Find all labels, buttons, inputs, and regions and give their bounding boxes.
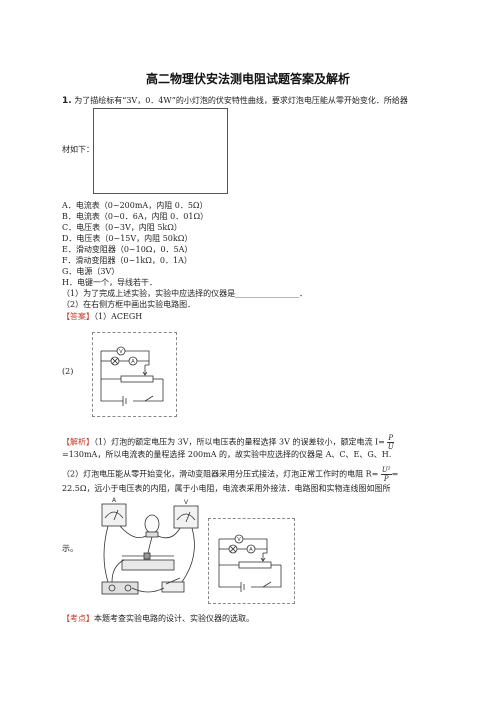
analysis-line4: 22.5Ω，远小于电压表的内阻，属于小电阻，电流表采用外接法．电路图和实物连线图… xyxy=(62,484,391,493)
empty-circuit-box xyxy=(93,108,228,194)
sub-question-1: （1）为了完成上述实验，实验中应选择的仪器是________________． xyxy=(62,289,308,298)
analysis-circuit-frame: V A xyxy=(208,518,295,604)
ammeter-label: A xyxy=(112,497,117,504)
fraction-numerator: P xyxy=(387,434,395,443)
answer-tag: 【答案】 xyxy=(62,312,94,321)
analysis-line3: （2）灯泡电压能从零开始变化，滑动变阻器采用分压式接法，灯泡正常工作时的电阻 R… xyxy=(62,466,398,483)
kaodian-text: 本题考查实验电路的设计、实验仪器的选取。 xyxy=(94,614,254,623)
analysis-tag: 【解析】 xyxy=(62,437,94,447)
option-e: E．滑动变阻器（0~10Ω，0．5A） xyxy=(62,245,193,254)
option-c: C．电压表（0~3V，内阻 5kΩ） xyxy=(62,223,182,232)
page-title: 高二物理伏安法测电阻试题答案及解析 xyxy=(145,72,350,86)
sub-question-2: （2）在右侧方框中画出实验电路图． xyxy=(62,300,196,309)
question-stem: 1. 为了描绘标有“3V，0．4W”的小灯泡的伏安特性曲线，要求灯泡电压能从零开… xyxy=(62,96,408,106)
question-stem-line1: 为了描绘标有“3V，0．4W”的小灯泡的伏安特性曲线，要求灯泡电压能从零开始变化… xyxy=(74,96,408,105)
option-list: A．电流表（0~200mA，内阻 0．5Ω） B．电流表（0~0．6A，内阻 0… xyxy=(62,201,307,311)
diagram-ammeter-label: A xyxy=(249,547,253,553)
fraction-p-over-u: P U xyxy=(387,434,395,451)
kaodian-line: 【考点】本题考查实验电路的设计、实验仪器的选取。 xyxy=(62,614,254,624)
apparatus-drawing: A V xyxy=(101,497,199,595)
answer-circuit-diagram: V A xyxy=(100,346,164,406)
analysis-circuit-diagram: V A xyxy=(218,534,282,592)
analysis-text-3: （2）灯泡电压能从零开始变化，滑动变阻器采用分压式接法，灯泡正常工作时的电阻 R… xyxy=(62,469,379,479)
option-h: H．电键一个，导线若干． xyxy=(62,278,157,287)
analysis-line5: 示。 xyxy=(62,544,78,553)
answer-line: 【答案】（1）ACEGH xyxy=(62,312,142,322)
answer-part1: （1）ACEGH xyxy=(94,312,143,321)
analysis-line2: =130mA，所以电流表的量程选择 200mA 的，故实验中应选择的仪器是 A、… xyxy=(62,450,392,459)
fraction-u2-over-p: U² P xyxy=(380,466,392,483)
question-stem-line2: 材如下： xyxy=(62,145,94,154)
fraction-numerator: U² xyxy=(380,466,392,475)
fraction-denominator: P xyxy=(383,475,389,483)
kaodian-tag: 【考点】 xyxy=(62,614,94,623)
equals-sign: = xyxy=(391,469,399,479)
diagram-voltmeter-label: V xyxy=(119,349,123,355)
option-f: F．滑动变阻器（0~1kΩ，0．1A） xyxy=(62,256,192,265)
diagram-voltmeter-label: V xyxy=(237,537,241,543)
option-a: A．电流表（0~200mA，内阻 0．5Ω） xyxy=(62,201,208,210)
voltmeter-label: V xyxy=(184,499,189,506)
diagram-ammeter-label: A xyxy=(131,359,135,365)
analysis-line1: 【解析】（1）灯泡的额定电压为 3V，所以电压表的量程选择 3V 的误差较小，额… xyxy=(62,434,395,451)
answer-part2-label: (2) xyxy=(62,367,74,376)
option-g: G．电源（3V） xyxy=(62,267,120,276)
apparatus-illustration: A V xyxy=(88,496,206,606)
option-b: B．电流表（0~0．6A，内阻 0．01Ω） xyxy=(62,212,209,221)
question-number: 1. xyxy=(62,96,72,106)
option-d: D．电压表（0~15V，内阻 50kΩ） xyxy=(62,234,193,243)
fraction-denominator: U xyxy=(387,443,394,451)
answer-circuit-frame: V A xyxy=(92,332,177,417)
analysis-text-1: （1）灯泡的额定电压为 3V，所以电压表的量程选择 3V 的误差较小，额定电流 … xyxy=(94,437,385,447)
